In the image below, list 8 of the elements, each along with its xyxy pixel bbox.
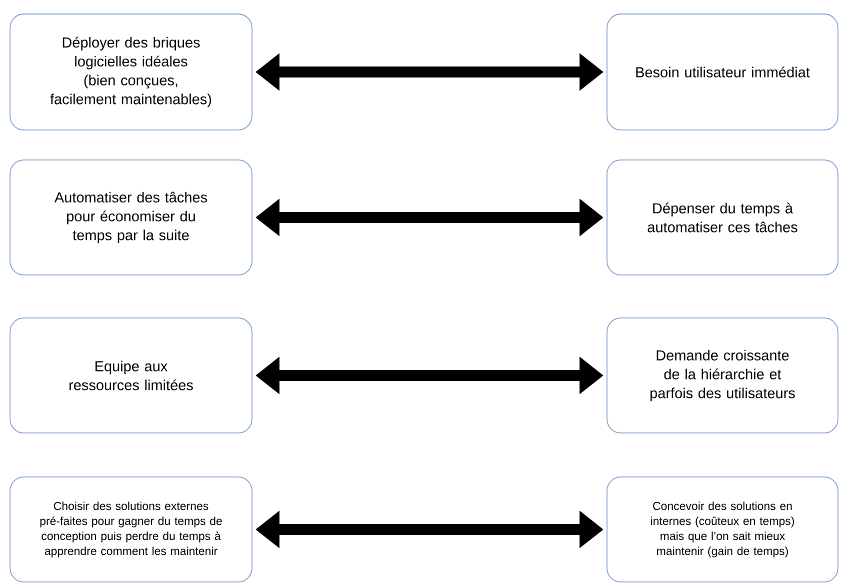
text-box: Besoin utilisateur immédiat [606,14,838,130]
text-box: Déployer des briques logicielles idéales (bien conçues, facilement maintenables) [10,14,252,130]
text-box: Equipe aux ressources limitées [10,318,252,434]
text-box: Concevoir des solutions en internes (coûteux en temps) mais que l’on sait mieux maintenir (gain de temps) [606,476,838,582]
text-box: Dépenser du temps à automatiser ces tâches [606,160,838,276]
text-box: Automatiser des tâches pour économiser du temps par la suite [10,160,252,276]
text-box: Choisir des solutions externes pré-faites pour gagner du temps de conception puis perdre du temps à apprendre comment les maintenir [10,476,252,582]
text-box: Demande croissante de la hiérarchie et parfois des utilisateurs [606,318,838,434]
